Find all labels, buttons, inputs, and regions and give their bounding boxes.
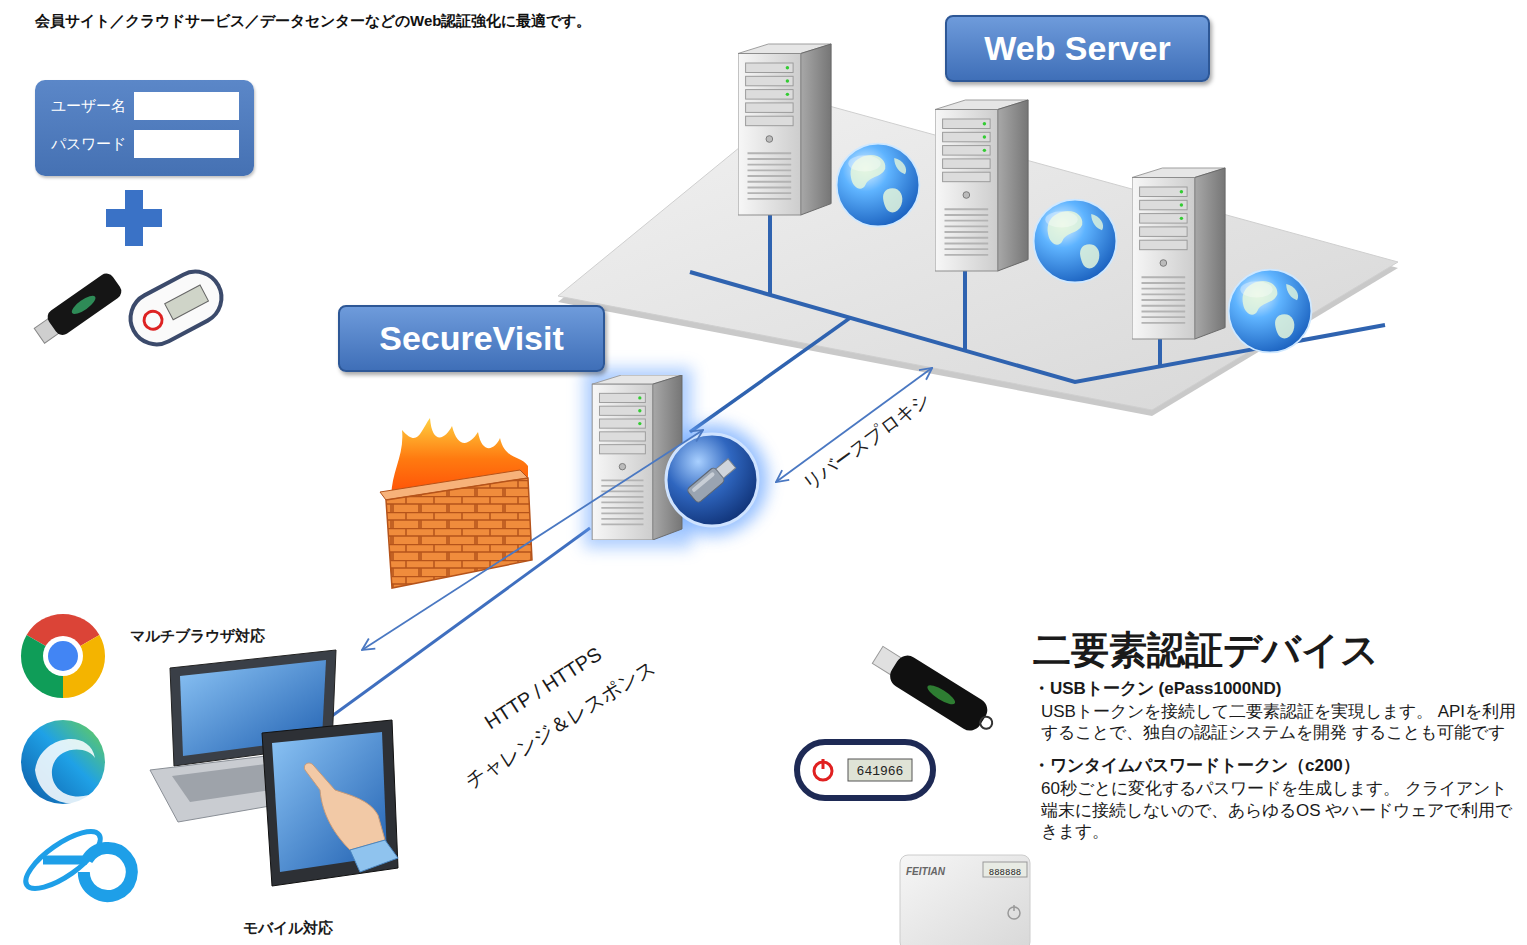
proxy-wire <box>690 318 850 432</box>
chrome-icon <box>43 636 83 676</box>
input-field <box>134 130 239 158</box>
tablet <box>304 763 385 850</box>
token-display-holder: 888888 <box>989 861 1021 879</box>
token-display: 641966 <box>857 764 904 780</box>
securevisit-tower <box>666 434 758 526</box>
tablet <box>262 720 398 886</box>
device-name: ・ワンタイムパスワードトークン（c200） <box>1033 755 1521 777</box>
chrome-icon <box>48 641 78 671</box>
securevisit-tower <box>592 375 682 540</box>
login-form: ユーザー名パスワード <box>35 80 254 176</box>
network-wire <box>963 260 967 351</box>
edge-icon <box>21 720 105 804</box>
tablet <box>350 840 398 872</box>
web-server-tower <box>738 44 1311 352</box>
http-arrow <box>362 430 703 650</box>
feature-label: マルチブラウザ対応 <box>130 627 265 645</box>
feature-label-holder: マルチブラウザ対応 <box>130 627 265 645</box>
web-server-tower <box>1229 270 1312 353</box>
securevisit-tower <box>686 456 737 503</box>
plus-sign <box>106 190 162 246</box>
field-label: パスワード <box>51 135 126 152</box>
firewall <box>380 418 532 588</box>
device-descriptions: 二要素認証デバイス・USBトークン (ePass1000ND)USBトークンを接… <box>1033 628 1521 842</box>
device-name: ・USBトークン (ePass1000ND) <box>1033 678 1521 700</box>
section-heading: 二要素認証デバイス <box>1033 628 1521 674</box>
device-name-holder: ・USBトークン (ePass1000ND) <box>1033 678 1521 700</box>
input-field <box>134 92 239 120</box>
title-holder: 会員サイト／クラウドサービス／データセンターなどのWeb認証強化に最適です。 <box>35 12 591 31</box>
brand-mark-holder: FEITIAN <box>906 861 945 879</box>
usb-token <box>869 640 1001 740</box>
ie-icon <box>18 822 132 899</box>
device-description-holder: USBトークンを接続して二要素認証を実現します。 APIを利用することで、独自の… <box>1033 701 1521 744</box>
token-display: 888888 <box>989 868 1021 879</box>
feature-label-holder: モバイル対応 <box>243 919 333 937</box>
usb-token <box>978 714 995 731</box>
tablet <box>262 720 398 886</box>
web-server-tower <box>1034 200 1117 283</box>
otp-token <box>822 759 825 769</box>
plus-sign <box>125 190 143 246</box>
network-wire <box>690 200 1385 382</box>
device-name-holder: ・ワンタイムパスワードトークン（c200） <box>1033 755 1521 777</box>
section-heading-holder: 二要素認証デバイス <box>1033 628 1521 674</box>
device-description: USBトークンを接続して二要素認証を実現します。 APIを利用することで、独自の… <box>1041 701 1521 744</box>
otp-token <box>797 742 933 798</box>
device-description-holder: 60秒ごとに変化するパスワードを生成します。 クライアント端末に接続しないので、… <box>1033 778 1521 842</box>
usb-token-small <box>69 293 98 317</box>
node-label: SecureVisit <box>379 318 564 359</box>
ie-icon <box>18 822 108 899</box>
web-server-tower <box>1132 168 1225 339</box>
edge-icon <box>35 739 100 803</box>
token-display-holder: 641966 <box>857 761 904 780</box>
form-row: ユーザー名 <box>51 92 126 120</box>
web-server-tower <box>837 144 920 227</box>
firewall <box>386 478 532 588</box>
securevisit-tower <box>691 472 715 493</box>
edge-label: リバースプロキシ <box>798 388 933 495</box>
securevisit-tower <box>584 368 768 548</box>
field-label: ユーザー名 <box>51 97 126 114</box>
otp-card <box>900 855 1030 945</box>
page-title: 会員サイト／クラウドサービス／データセンターなどのWeb認証強化に最適です。 <box>35 12 591 29</box>
label-box: Web Server <box>945 15 1210 82</box>
device-description: 60秒ごとに変化するパスワードを生成します。 クライアント端末に接続しないので、… <box>1041 778 1521 842</box>
securevisit-server: SecureVisit <box>336 303 776 545</box>
web-server-group: Web Server <box>555 12 1400 414</box>
otp-token-small <box>121 263 230 354</box>
edge-label-holder: リバースプロキシ <box>796 386 937 498</box>
otp-token <box>797 742 933 798</box>
brand-mark: FEITIAN <box>906 866 945 878</box>
usb-token <box>886 651 992 735</box>
otp-token-small <box>165 285 209 320</box>
otp-token-small <box>141 308 165 332</box>
otp-card <box>1013 905 1015 911</box>
otp-token-small <box>121 263 230 354</box>
label-box: SecureVisit <box>338 305 605 372</box>
otp-token <box>848 759 912 781</box>
usb-token <box>925 682 957 707</box>
chrome-icon <box>21 614 105 698</box>
web-server-tower <box>738 44 831 215</box>
form-row: パスワード <box>51 130 126 158</box>
edge-icon <box>21 720 105 804</box>
otp-card <box>900 855 1030 945</box>
feature-label: モバイル対応 <box>243 919 333 937</box>
server-platform <box>558 98 1398 410</box>
usb-token-small <box>31 270 124 347</box>
securevisit-tower <box>716 459 736 478</box>
node-label: Web Server <box>984 28 1170 69</box>
usb-token-small <box>44 270 124 338</box>
ie-icon <box>43 856 87 865</box>
web-server-tower <box>935 100 1028 271</box>
